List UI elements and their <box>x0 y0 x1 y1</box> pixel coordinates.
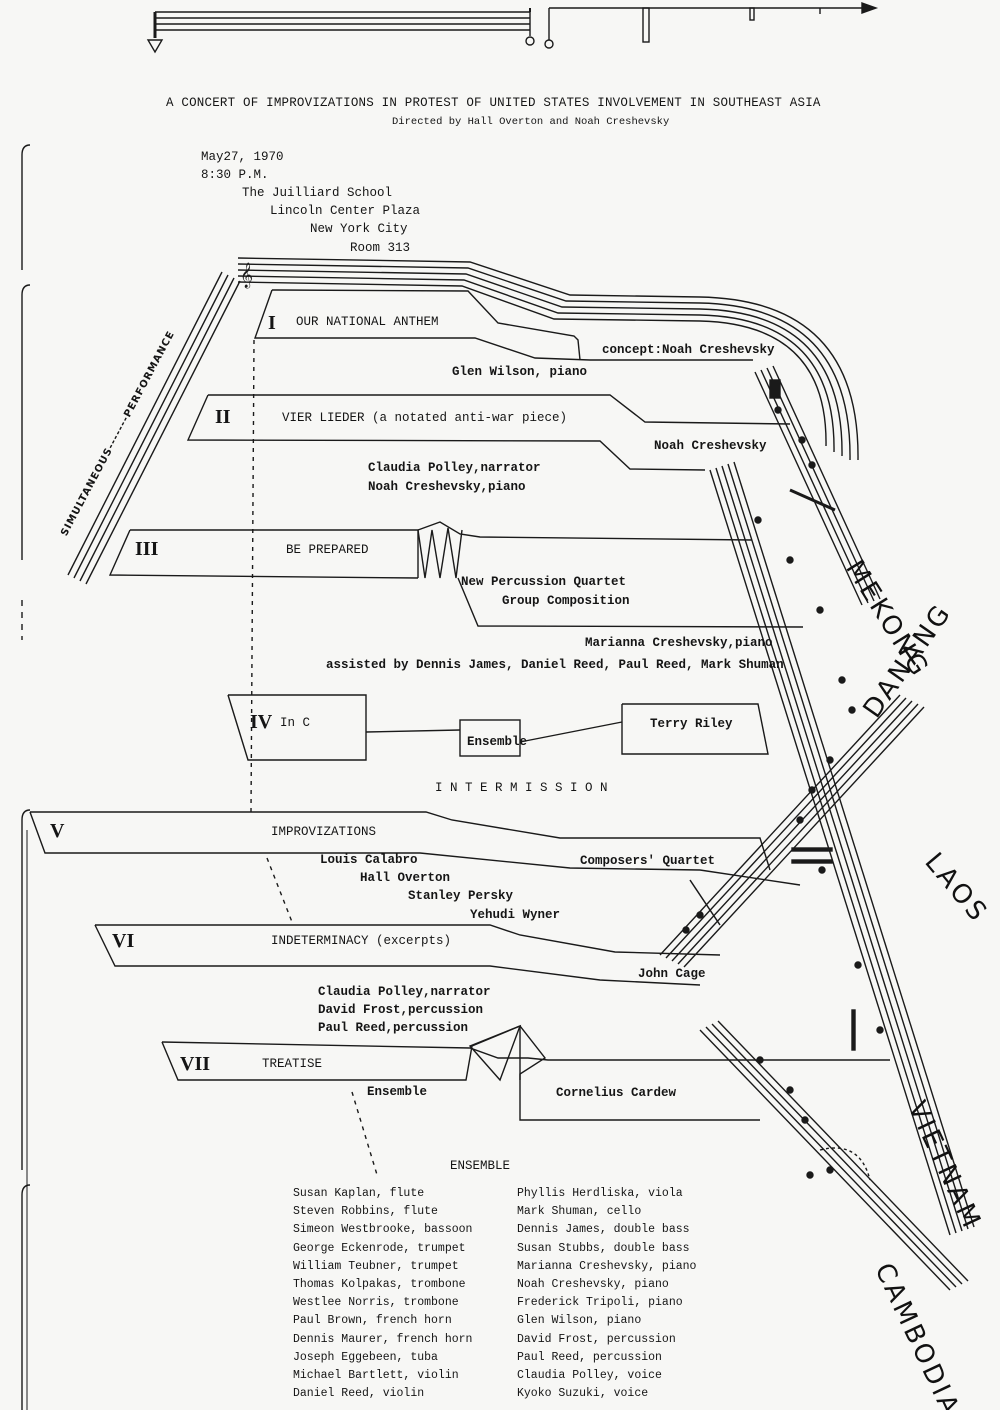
concert-title: A CONCERT OF IMPROVIZATIONS IN PROTEST O… <box>166 96 821 110</box>
ensemble-member: Noah Creshevsky, piano <box>517 1278 669 1292</box>
piece-3-credit-2: Group Composition <box>502 594 630 608</box>
piece-3-title: BE PREPARED <box>286 543 369 557</box>
ensemble-member: Marianna Creshevsky, piano <box>517 1259 697 1273</box>
piece-6-numeral: VI <box>112 930 135 952</box>
top-arrow-graphic <box>544 2 879 49</box>
venue-room: Room 313 <box>350 241 411 255</box>
ensemble-member: Mark Shuman, cello <box>517 1205 642 1219</box>
ensemble-member: Glen Wilson, piano <box>517 1314 642 1328</box>
ensemble-list-right: Phyllis Herdliska, viola Mark Shuman, ce… <box>517 1185 696 1403</box>
ensemble-member: Susan Stubbs, double bass <box>517 1241 690 1255</box>
piece-4-credit: Terry Riley <box>650 717 733 731</box>
piece-1-numeral: I <box>268 312 276 334</box>
piece-7-numeral: VII <box>180 1053 211 1075</box>
venue-address: Lincoln Center Plaza <box>270 204 421 218</box>
ensemble-heading: ENSEMBLE <box>450 1159 511 1173</box>
piece-5-performer-2: Hall Overton <box>360 871 451 885</box>
concert-date: May27, 1970 <box>201 150 284 164</box>
ensemble-member: Michael Bartlett, violin <box>293 1369 459 1383</box>
note-marks <box>682 379 884 1181</box>
diagonal-staff-left <box>67 271 241 585</box>
ensemble-member: Daniel Reed, violin <box>293 1387 425 1401</box>
ensemble-member: Susan Kaplan, flute <box>293 1187 425 1200</box>
ensemble-member: Paul Reed, percussion <box>517 1350 662 1364</box>
ensemble-member: Dennis Maurer, french horn <box>293 1332 473 1346</box>
piece-5-performer-1: Louis Calabro <box>320 853 418 867</box>
piece-6-performer-2: David Frost,percussion <box>318 1003 484 1017</box>
left-margin-bracket <box>21 144 31 1410</box>
piece-2-title: VIER LIEDER (a notated anti-war piece) <box>282 411 568 425</box>
piece-2-credit: Noah Creshevsky <box>654 439 767 453</box>
piece-7-ensemble: Ensemble <box>367 1085 428 1099</box>
piece-5-title: IMPROVIZATIONS <box>271 825 377 839</box>
dashed-connectors <box>250 339 379 1179</box>
venue-city: New York City <box>310 222 408 236</box>
piece-7-title: TREATISE <box>262 1057 323 1071</box>
piece-2-performer-2: Noah Creshevsky,piano <box>368 480 526 494</box>
piece-6-title: INDETERMINACY (excerpts) <box>271 934 452 948</box>
intermission-label: I N T E R M I S S I O N <box>435 781 608 795</box>
piece-shapes <box>29 289 890 1121</box>
main-staff-curve: 𝄞 <box>237 257 859 461</box>
ensemble-member: Dennis James, double bass <box>517 1223 690 1237</box>
concert-time: 8:30 P.M. <box>201 168 269 182</box>
piece-4-numeral: IV <box>250 711 273 733</box>
piece-2-performer-1: Claudia Polley,narrator <box>368 461 541 475</box>
directors-line: Directed by Hall Overton and Noah Creshe… <box>392 116 670 128</box>
piece-5-performer-3: Stanley Persky <box>408 889 514 903</box>
piece-6-credit: John Cage <box>638 967 706 981</box>
piece-4-ensemble: Ensemble <box>467 735 528 749</box>
piece-3-credit: New Percussion Quartet <box>461 575 627 589</box>
ensemble-member: Phyllis Herdliska, viola <box>517 1187 683 1200</box>
ensemble-member: Paul Brown, french horn <box>293 1314 452 1328</box>
ensemble-member: Claudia Polley, voice <box>517 1369 662 1383</box>
ensemble-member: David Frost, percussion <box>517 1332 676 1346</box>
piece-2-numeral: II <box>215 406 231 428</box>
ensemble-member: Steven Robbins, flute <box>293 1205 438 1219</box>
piece-4-title: In C <box>280 716 311 730</box>
ensemble-member: Simeon Westbrooke, bassoon <box>293 1223 473 1237</box>
piece-3-numeral: III <box>135 538 159 560</box>
piece-1-performer: Glen Wilson, piano <box>452 365 588 379</box>
piece-6-performer-1: Claudia Polley,narrator <box>318 985 491 999</box>
piece-5-numeral: V <box>50 820 65 842</box>
ensemble-member: George Eckenrode, trumpet <box>293 1241 466 1255</box>
ensemble-member: Thomas Kolpakas, trombone <box>293 1278 466 1292</box>
piece-5-credit: Composers' Quartet <box>580 854 716 868</box>
piece-1-credit: concept:Noah Creshevsky <box>602 343 775 357</box>
piece-1-title: OUR NATIONAL ANTHEM <box>296 315 439 329</box>
piece-7-credit: Cornelius Cardew <box>556 1086 677 1100</box>
ensemble-member: Kyoko Suzuki, voice <box>517 1387 649 1401</box>
ensemble-member: Frederick Tripoli, piano <box>517 1296 683 1310</box>
venue-name: The Juilliard School <box>242 186 393 200</box>
ensemble-member: Westlee Norris, trombone <box>293 1296 459 1310</box>
top-staff-graphic <box>146 8 535 54</box>
svg-text:𝄞: 𝄞 <box>240 262 253 288</box>
piece-3-assisted: assisted by Dennis James, Daniel Reed, P… <box>326 658 784 672</box>
ensemble-list-left: Susan Kaplan, flute Steven Robbins, flut… <box>293 1185 472 1403</box>
piece-5-performer-4: Yehudi Wyner <box>470 908 561 922</box>
piece-6-performer-3: Paul Reed,percussion <box>318 1021 469 1035</box>
ensemble-member: William Teubner, trumpet <box>293 1259 459 1273</box>
piece-3-performer: Marianna Creshevsky,piano <box>585 636 773 650</box>
ensemble-member: Joseph Eggebeen, tuba <box>293 1350 438 1364</box>
